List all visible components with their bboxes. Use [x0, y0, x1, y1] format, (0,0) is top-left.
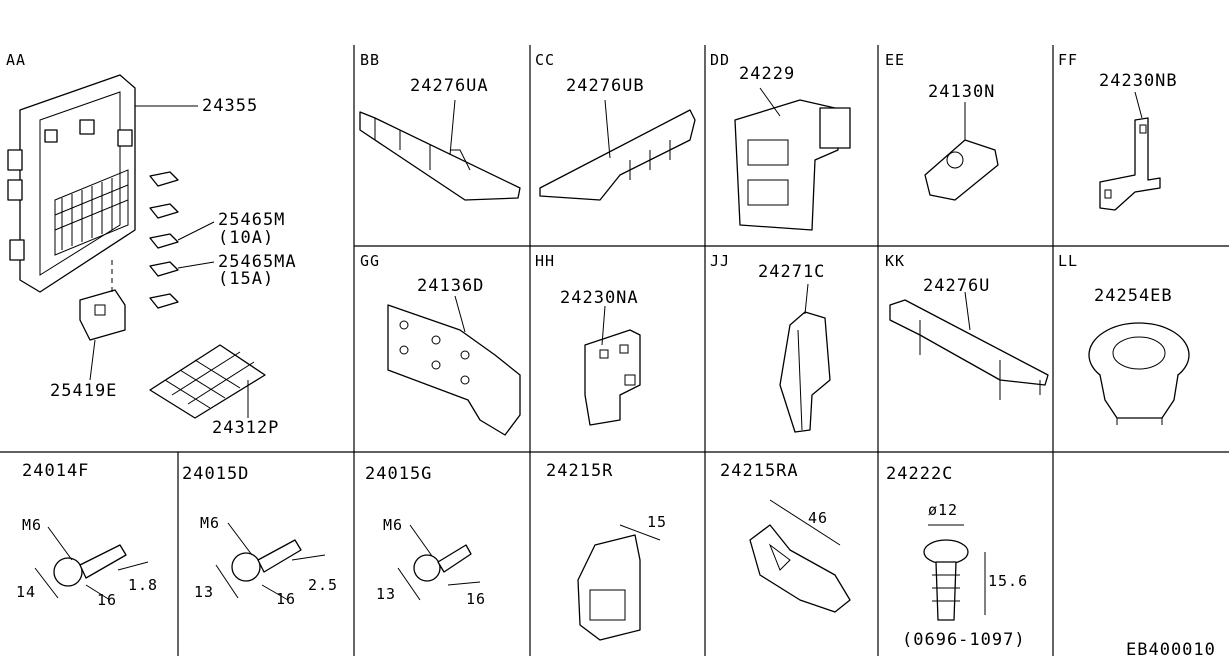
clip-24215ra-drawing [749, 499, 851, 613]
dim-16-c: 16 [466, 590, 487, 608]
part-number-24230na: 24230NA [560, 288, 639, 308]
bracket-24276ua-drawing [359, 99, 521, 201]
plate-24136d-drawing [387, 295, 521, 436]
part-number-25465m: 25465M [218, 210, 286, 230]
bracket-24276u-drawing [889, 291, 1049, 400]
section-code-hh: HH [535, 252, 556, 270]
part-number-24276ub: 24276UB [566, 76, 645, 96]
dim-diameter-12: ø12 [928, 501, 959, 519]
dim-15: 15 [647, 513, 668, 531]
dim-15-6: 15.6 [988, 572, 1029, 590]
thread-m6-24015d: M6 [200, 514, 221, 532]
section-code-dd: DD [710, 51, 731, 69]
dim-14: 14 [16, 583, 37, 601]
bracket-24230na-drawing [584, 305, 641, 426]
section-code-jj: JJ [710, 252, 731, 270]
part-number-24015g: 24015G [365, 464, 433, 484]
dim-16-a: 16 [97, 591, 118, 609]
dim-1-8: 1.8 [128, 576, 159, 594]
section-code-aa: AA [6, 51, 27, 69]
part-number-24271c: 24271C [758, 262, 826, 282]
bolt-24015g-drawing [397, 524, 481, 601]
clip-24215r-drawing [577, 524, 661, 641]
part-number-24222c: 24222C [886, 464, 954, 484]
grid [0, 45, 1229, 656]
dim-13-a: 13 [194, 583, 215, 601]
bracket-24276ub-drawing [539, 99, 696, 201]
part-number-24215r: 24215R [546, 461, 614, 481]
bracket-24229-drawing [734, 87, 851, 231]
bracket-24230nb-drawing [1099, 91, 1161, 211]
section-code-cc: CC [535, 51, 556, 69]
dim-13-b: 13 [376, 585, 397, 603]
section-code-bb: BB [360, 51, 381, 69]
dim-46: 46 [808, 509, 829, 527]
part-number-24312p: 24312P [212, 418, 280, 438]
part-number-24355: 24355 [202, 96, 259, 116]
cover-24312p-drawing [149, 344, 266, 419]
part-number-24276ua: 24276UA [410, 76, 489, 96]
drawing-code: EB400010 [1126, 640, 1216, 660]
part-number-24015d: 24015D [182, 464, 250, 484]
clip-24130n-drawing [924, 102, 999, 201]
junction-block-drawing [7, 74, 198, 293]
thread-m6-24014f: M6 [22, 516, 43, 534]
part-number-24229: 24229 [739, 64, 796, 84]
section-code-kk: KK [885, 252, 906, 270]
part-number-25465ma: 25465MA [218, 252, 297, 272]
bracket-25419e-drawing [79, 260, 126, 381]
section-code-ff: FF [1058, 51, 1079, 69]
bolt-24015d-drawing [215, 522, 326, 601]
part-number-24014f: 24014F [22, 461, 90, 481]
section-code-ll: LL [1058, 252, 1079, 270]
grommet-24254eb-drawing [1088, 322, 1190, 425]
date-range-note: (0696-1097) [902, 630, 1026, 650]
bolt-24014f-drawing [34, 526, 149, 601]
part-number-24230nb: 24230NB [1099, 71, 1178, 91]
dim-16-b: 16 [276, 590, 297, 608]
part-number-25419e: 25419E [50, 381, 118, 401]
part-number-24136d: 24136D [417, 276, 485, 296]
part-number-24130n: 24130N [928, 82, 996, 102]
part-number-24254eb: 24254EB [1094, 286, 1173, 306]
stud-24222c-drawing [923, 524, 986, 621]
part-rating-10a: (10A) [218, 228, 275, 248]
section-code-gg: GG [360, 252, 381, 270]
dim-2-5: 2.5 [308, 576, 339, 594]
part-rating-15a: (15A) [218, 269, 275, 289]
clip-24271c-drawing [779, 283, 831, 433]
thread-m6-24015g: M6 [383, 516, 404, 534]
part-number-24276u: 24276U [923, 276, 991, 296]
part-number-24215ra: 24215RA [720, 461, 799, 481]
fuse-icons [149, 171, 215, 309]
section-code-ee: EE [885, 51, 906, 69]
